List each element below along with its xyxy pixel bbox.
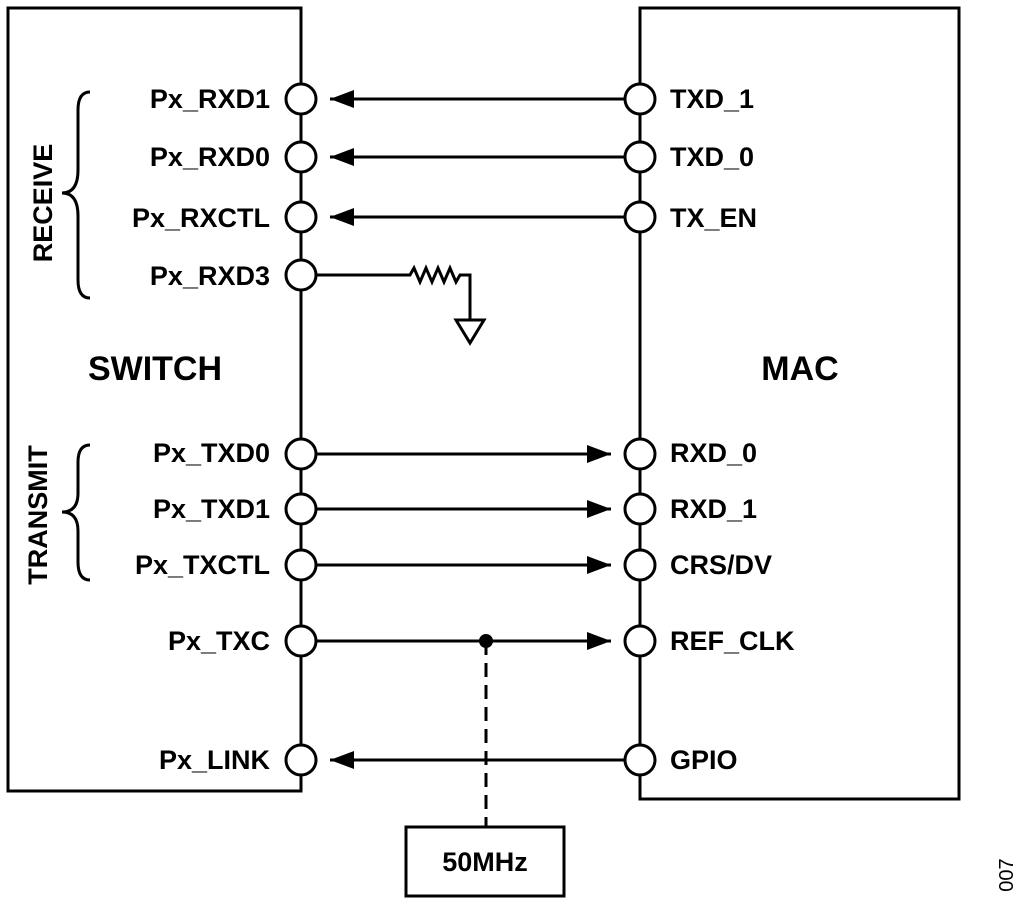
receive-brace (61, 90, 91, 300)
mac-pin-label-gpio: GPIO (670, 745, 738, 775)
switch-label: SWITCH (88, 350, 222, 388)
mac-pin-txd1 (623, 82, 657, 116)
rxd3-resistor-path (315, 264, 472, 320)
mac-pin-refclk (623, 624, 657, 658)
switch-pin-label-txd0: Px_TXD0 (153, 438, 270, 468)
switch-pin-rxd1 (284, 82, 318, 116)
switch-pin-rxd3 (284, 258, 318, 292)
switch-pin-label-link: Px_LINK (159, 745, 271, 775)
switch-pin-rxctl (284, 200, 318, 234)
switch-pin-label-rxd3: Px_RXD3 (150, 261, 270, 291)
mac-pin-crsdv (623, 548, 657, 582)
mac-pin-txen (623, 200, 657, 234)
switch-pin-label-txctl: Px_TXCTL (135, 550, 270, 580)
clock-junction-dot (479, 634, 493, 648)
clock-label: 50MHz (442, 847, 528, 877)
mac-pin-label-txd0: TXD_0 (670, 142, 754, 172)
mac-pin-label-txd1: TXD_1 (670, 84, 754, 114)
switch-pin-txctl (284, 548, 318, 582)
mac-pin-label-refclk: REF_CLK (670, 626, 795, 656)
figure-id: 007 (996, 858, 1018, 891)
mac-pin-txd0 (623, 140, 657, 174)
mac-pin-rxd0 (623, 437, 657, 471)
switch-pin-rxd0 (284, 140, 318, 174)
transmit-brace (61, 443, 91, 582)
mac-block (638, 6, 961, 801)
mac-pin-gpio (623, 743, 657, 777)
mac-pin-label-rxd1: RXD_1 (670, 494, 757, 524)
mac-label: MAC (761, 350, 838, 388)
switch-block (6, 6, 303, 793)
ground-symbol (453, 318, 487, 346)
mac-pin-label-crsdv: CRS/DV (670, 550, 772, 580)
mac-pin-label-txen: TX_EN (670, 203, 757, 233)
switch-pin-txd0 (284, 437, 318, 471)
switch-pin-label-txd1: Px_TXD1 (153, 494, 270, 524)
switch-pin-label-rxd0: Px_RXD0 (150, 142, 270, 172)
switch-pin-txc (284, 624, 318, 658)
switch-pin-label-rxctl: Px_RXCTL (132, 203, 270, 233)
switch-pin-link (284, 743, 318, 777)
transmit-label: TRANSMIT (23, 445, 53, 585)
receive-label: RECEIVE (28, 144, 58, 263)
switch-pin-label-rxd1: Px_RXD1 (150, 84, 270, 114)
mac-pin-label-rxd0: RXD_0 (670, 438, 757, 468)
switch-pin-txd1 (284, 492, 318, 526)
switch-pin-label-txc: Px_TXC (168, 626, 270, 656)
mac-pin-rxd1 (623, 492, 657, 526)
clock-box (404, 825, 566, 898)
